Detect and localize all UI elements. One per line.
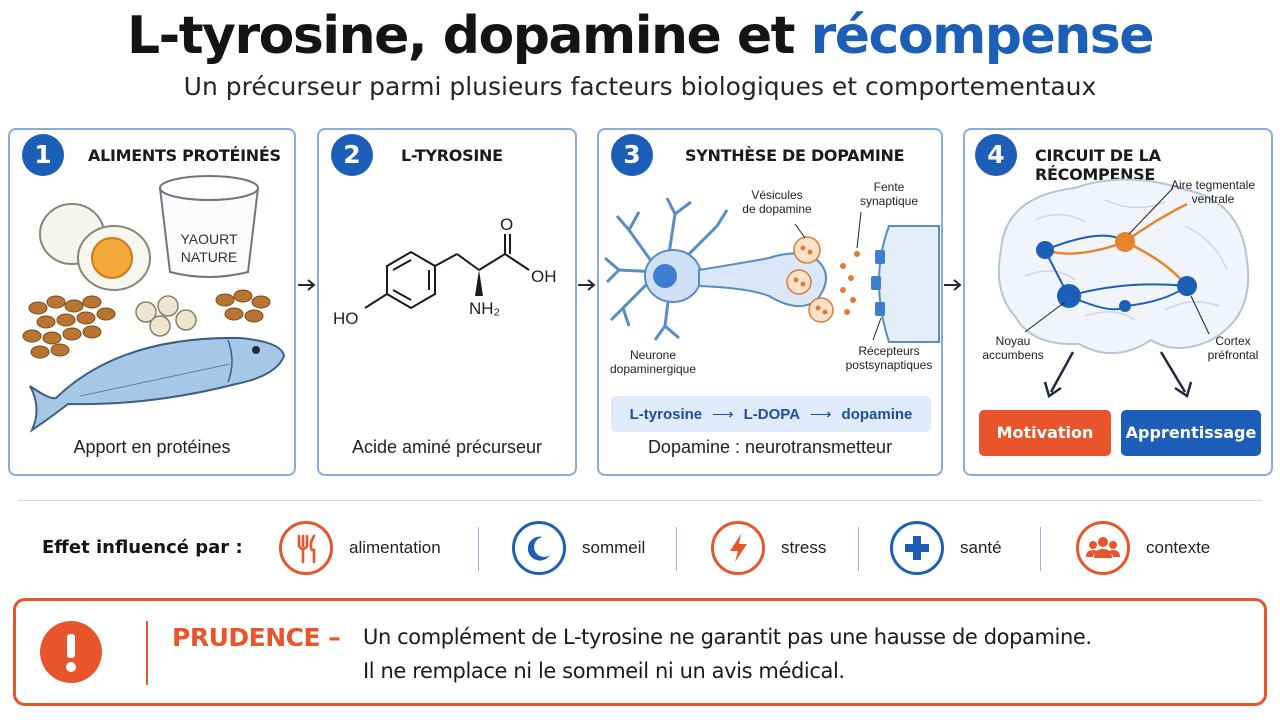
step-1-badge: 1 bbox=[22, 134, 64, 176]
step-3-footer: Dopamine : neurotransmetteur bbox=[647, 437, 893, 457]
tyrosine-molecule bbox=[364, 234, 530, 310]
step-3-panel: 3 SYNTHÈSE DE DOPAMINE Vésic bbox=[597, 128, 943, 476]
fish-icon bbox=[29, 336, 286, 433]
warning-box: PRUDENCE – Un complément de L-tyrosine n… bbox=[13, 598, 1267, 706]
step-4-panel: 4 CIRCUIT DE LA RÉCOMPENSE Aire tegmenta… bbox=[963, 128, 1273, 476]
cortex-label: Cortex préfrontal bbox=[1207, 334, 1259, 362]
o-label: O bbox=[500, 215, 514, 234]
moon-icon bbox=[512, 521, 566, 575]
pathway-arrow: ⟶ bbox=[810, 406, 832, 423]
factors-label: Effet influencé par : bbox=[42, 537, 243, 558]
lightning-icon bbox=[711, 521, 765, 575]
brain-reward-circuit bbox=[997, 178, 1250, 398]
synaptic-cleft-label: Fente synaptique bbox=[859, 180, 919, 208]
influencing-factors: Effet influencé par : alimentation somme… bbox=[0, 515, 1280, 581]
arrow-right-icon bbox=[944, 279, 962, 291]
learning-tag: Apprentissage bbox=[1121, 410, 1261, 456]
title-main: L-tyrosine, dopamine et bbox=[126, 6, 811, 66]
separator bbox=[478, 527, 479, 571]
step-2-panel: 2 L-TYROSINE HO O OH NH₂ Acide aminé pré… bbox=[317, 128, 577, 476]
separator bbox=[676, 527, 677, 571]
exclamation-icon bbox=[40, 621, 102, 683]
page-subtitle: Un précurseur parmi plusieurs facteurs b… bbox=[183, 72, 1097, 101]
arrow-right-icon bbox=[578, 279, 596, 291]
motivation-tag: Motivation bbox=[979, 410, 1111, 456]
pathway-step: L-DOPA bbox=[743, 405, 801, 423]
step-3-badge: 3 bbox=[611, 134, 653, 176]
separator bbox=[1040, 527, 1041, 571]
nh2-label: NH₂ bbox=[469, 299, 501, 318]
accumbens-label: Noyau accumbens bbox=[982, 334, 1044, 362]
synthesis-pathway: L-tyrosine ⟶ L-DOPA ⟶ dopamine bbox=[611, 396, 931, 432]
egg-icon bbox=[39, 203, 151, 291]
step-2-footer: Acide aminé précurseur bbox=[351, 437, 543, 457]
yogurt-label: YAOURT NATURE bbox=[180, 231, 238, 265]
pathway-step: L-tyrosine bbox=[629, 405, 703, 423]
lentils-icon bbox=[22, 289, 271, 359]
divider bbox=[18, 500, 1262, 501]
warning-divider bbox=[146, 621, 148, 685]
vesicles-label: Vésicules de dopamine bbox=[742, 188, 812, 216]
factor-label: sommeil bbox=[582, 538, 646, 557]
pathway-step: dopamine bbox=[841, 405, 913, 423]
people-icon bbox=[1076, 521, 1130, 575]
page-title: L-tyrosine, dopamine et récompense bbox=[0, 6, 1280, 66]
step-3-title: SYNTHÈSE DE DOPAMINE bbox=[685, 146, 905, 165]
separator bbox=[858, 527, 859, 571]
step-1-panel: 1 ALIMENTS PROTÉINÉS bbox=[8, 128, 296, 476]
step-4-badge: 4 bbox=[975, 134, 1017, 176]
warning-text-line2: Il ne remplace ni le sommeil ni un avis … bbox=[363, 659, 845, 683]
warning-heading: PRUDENCE – bbox=[172, 623, 341, 652]
nuts-icon bbox=[135, 295, 197, 337]
step-2-badge: 2 bbox=[331, 134, 373, 176]
vta-label: Aire tegmentale ventrale bbox=[1170, 178, 1256, 206]
arrow-right-icon bbox=[298, 279, 316, 291]
oh-label: OH bbox=[531, 267, 557, 286]
factor-label: santé bbox=[960, 538, 1002, 557]
step-2-title: L-TYROSINE bbox=[401, 146, 503, 165]
protein-foods-illustration bbox=[22, 175, 286, 433]
receptors-label: Récepteurs postsynaptiques bbox=[845, 344, 933, 372]
warning-text-line1: Un complément de L-tyrosine ne garantit … bbox=[363, 625, 1092, 649]
synapse-illustration bbox=[604, 197, 940, 343]
title-accent: récompense bbox=[810, 6, 1155, 66]
pathway-arrow: ⟶ bbox=[712, 406, 734, 423]
factor-label: stress bbox=[781, 538, 827, 557]
step-1-title: ALIMENTS PROTÉINÉS bbox=[88, 146, 281, 165]
neuron-label: Neurone dopaminergique bbox=[609, 348, 697, 376]
step-1-footer: Apport en protéines bbox=[73, 437, 231, 457]
medical-cross-icon bbox=[890, 521, 944, 575]
yogurt-icon bbox=[158, 175, 260, 278]
fork-knife-icon bbox=[279, 521, 333, 575]
factor-label: alimentation bbox=[349, 538, 441, 557]
factor-label: contexte bbox=[1146, 538, 1211, 557]
ho-label: HO bbox=[333, 309, 359, 328]
